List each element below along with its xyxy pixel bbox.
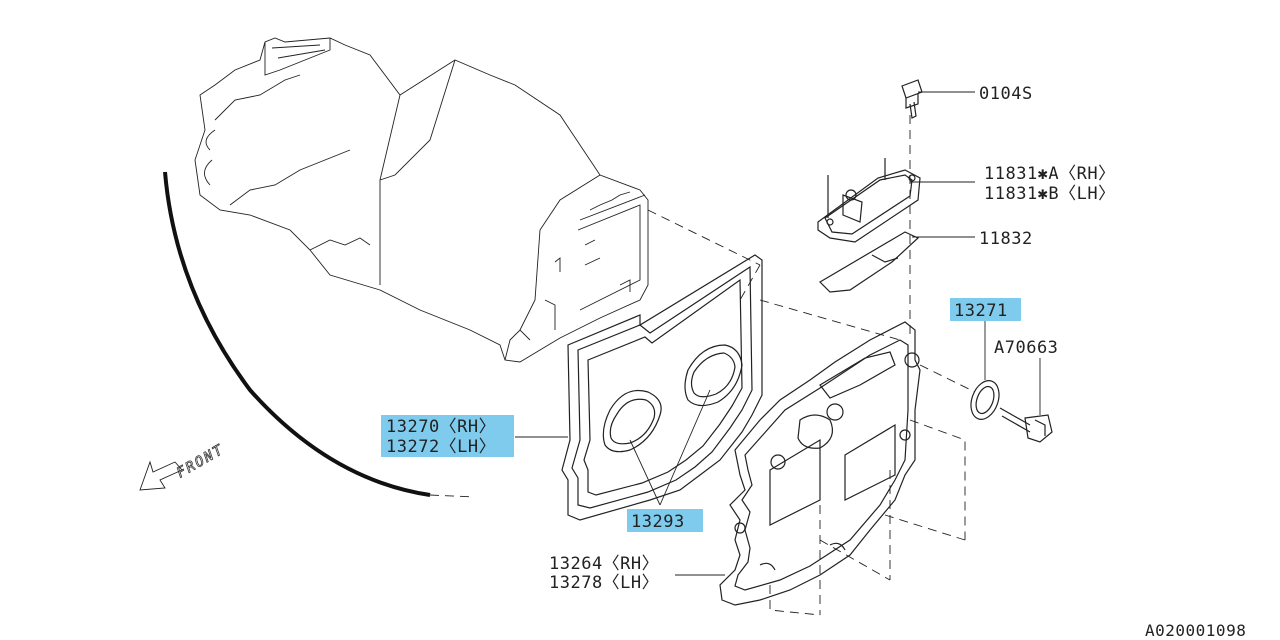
highlight-13271 bbox=[950, 298, 1021, 321]
label-11831-lh[interactable]: 11831✱B〈LH〉 bbox=[984, 184, 1116, 204]
label-11831-rh[interactable]: 11831✱A〈RH〉 bbox=[984, 164, 1116, 184]
front-direction-arc bbox=[163, 171, 476, 498]
front-label: FRONT bbox=[174, 442, 227, 482]
label-11832[interactable]: 11832 bbox=[979, 229, 1033, 249]
label-13278-lh[interactable]: 13278〈LH〉 bbox=[549, 573, 659, 593]
label-13271[interactable]: 13271 bbox=[954, 301, 1008, 321]
valve-cover-gasket bbox=[561, 254, 763, 521]
label-0104s[interactable]: 0104S bbox=[979, 84, 1033, 104]
highlight-13293 bbox=[627, 509, 703, 532]
label-13270-rh[interactable]: 13270〈RH〉 bbox=[386, 417, 496, 437]
engine-block-illustration bbox=[194, 37, 649, 363]
cover-bolt-icon bbox=[999, 407, 1053, 443]
plug-tube-seals bbox=[602, 344, 743, 453]
assembly-lines bbox=[647, 115, 976, 616]
bolt-icon bbox=[901, 79, 923, 119]
label-13272-lh[interactable]: 13272〈LH〉 bbox=[386, 437, 496, 457]
front-arrow-icon bbox=[139, 460, 183, 491]
label-a70663[interactable]: A70663 bbox=[994, 338, 1058, 358]
label-13264-rh[interactable]: 13264〈RH〉 bbox=[549, 554, 659, 574]
bracket-part bbox=[817, 158, 921, 243]
valve-cover bbox=[719, 321, 921, 606]
highlight-13270-13272 bbox=[381, 415, 514, 457]
leader-lines bbox=[515, 91, 1041, 576]
seal-ring bbox=[970, 380, 1000, 420]
bracket-gasket bbox=[819, 231, 920, 293]
figure-id: A020001098 bbox=[1145, 621, 1246, 640]
label-13293[interactable]: 13293 bbox=[631, 512, 685, 532]
